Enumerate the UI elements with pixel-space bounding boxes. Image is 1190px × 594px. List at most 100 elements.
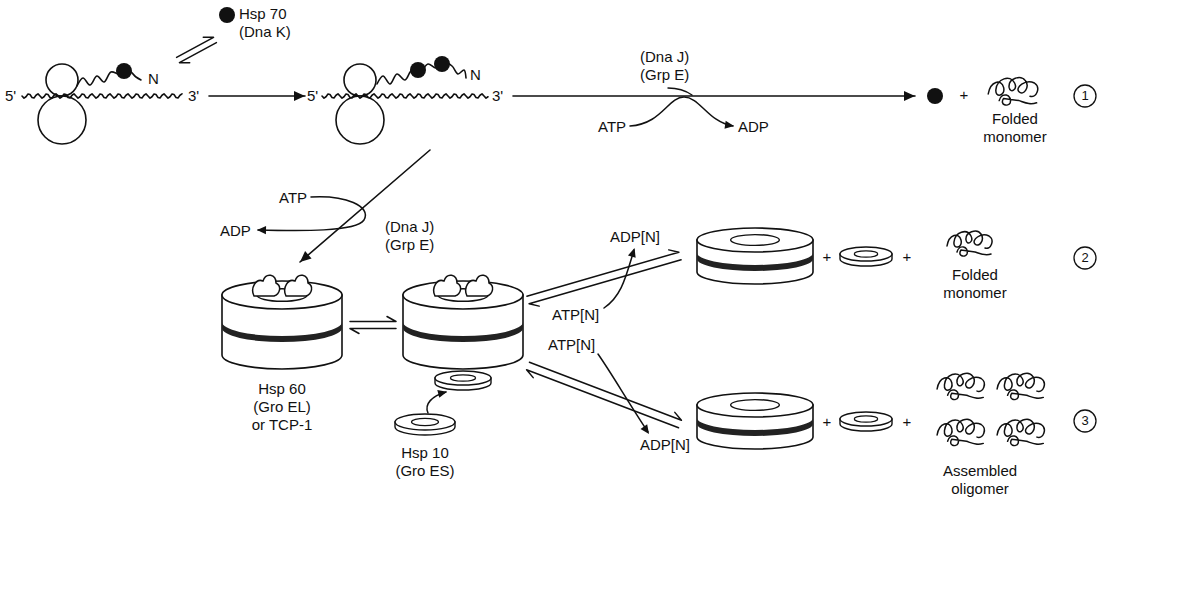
reverse-harpoon — [529, 260, 681, 306]
cofactor-label: (Dna J) (Grp E) — [640, 48, 702, 84]
text-slot: 3' — [492, 87, 510, 105]
label-slot: ATP[N] — [552, 306, 612, 324]
atp-hydrolysis-arrow — [598, 354, 648, 432]
callout-number: 3 — [1074, 412, 1096, 430]
chaperonin-barrel — [697, 228, 813, 284]
arrow-head — [257, 226, 266, 234]
ribosome-large-subunit — [38, 96, 86, 144]
barrel-top — [403, 281, 523, 309]
folded-protein — [947, 231, 992, 256]
annotation-label: ATP[N] — [552, 306, 612, 324]
node-text: Hsp 60 (Gro EL) or TCP-1 — [249, 380, 315, 434]
annotation-label: + — [820, 248, 834, 266]
annotation-label: + — [900, 413, 914, 431]
forward-harpoon — [527, 250, 679, 296]
annotation-label: ATP — [598, 118, 638, 136]
ribosome-small-subunit — [46, 64, 78, 96]
bound-polypeptide — [434, 275, 461, 296]
label-slot: ATP[N] — [548, 336, 608, 354]
cochaperonin: Hsp 10 (Gro ES) — [385, 414, 470, 494]
text-slot: N — [470, 66, 486, 84]
annotation-label: + — [957, 86, 971, 104]
label-slot: + — [820, 248, 834, 266]
text-slot: Assembled oligomer — [930, 462, 1030, 498]
callout-circle — [1074, 410, 1096, 432]
text-slot: Folded monomer — [975, 110, 1055, 146]
callout-circle — [1074, 85, 1096, 107]
node-text: Folded monomer — [935, 266, 1015, 302]
ring-top — [435, 371, 491, 385]
annotation-label: ADP — [220, 222, 260, 240]
ring-hole — [450, 375, 475, 381]
barrel-top — [697, 228, 813, 252]
chaperone-label: Hsp 70 (Dna K) — [215, 2, 305, 50]
ring-top — [840, 247, 892, 261]
connector-line — [513, 95, 915, 97]
arrow-head — [628, 248, 636, 258]
atp-hydrolysis-arrow — [630, 97, 733, 126]
product-group: Folded monomer — [935, 222, 1020, 312]
label-slot: 3 — [1074, 412, 1096, 430]
text-slot: Hsp 10 (Gro ES) — [392, 444, 458, 480]
ribosome-complex: 5' 3' N — [3, 60, 209, 150]
folded-protein — [997, 373, 1044, 399]
arrow-head — [725, 121, 734, 129]
barrel-equator-band — [222, 322, 342, 342]
bound-polypeptide — [285, 275, 312, 296]
callout-circle — [1074, 247, 1096, 269]
label-slot: (Dna J) (Grp E) — [385, 218, 447, 254]
barrel-top — [222, 281, 342, 309]
annotation-label: ADP[N] — [610, 228, 670, 246]
callout-number: 1 — [1074, 87, 1096, 105]
node-illustration — [3, 60, 208, 150]
cochaperonin-ring — [840, 247, 892, 266]
chaperonin-complex: Hsp 60 (Gro EL) or TCP-1 — [215, 262, 350, 462]
binding-arrow — [427, 392, 446, 413]
ring-hole — [854, 251, 877, 257]
polypeptide-chain — [377, 62, 466, 84]
text-slot: N — [148, 70, 164, 88]
node-figure — [937, 373, 1044, 445]
arrow-head — [300, 251, 312, 262]
text-slot: 5' — [307, 87, 325, 105]
folded-protein — [937, 419, 984, 445]
arrow-head — [641, 424, 649, 434]
text-slot: Hsp 70 (Dna K) — [239, 5, 301, 41]
label-slot: ADP — [738, 118, 778, 136]
ring-top — [395, 414, 455, 430]
label-slot: + — [820, 413, 834, 431]
label-slot: (Dna J) (Grp E) — [640, 48, 702, 84]
cofactor-label: (Dna J) (Grp E) — [385, 218, 447, 254]
label-slot: ADP[N] — [640, 436, 700, 454]
label-slot: + — [900, 413, 914, 431]
node-text: N — [148, 70, 164, 88]
pathway-arrow — [177, 37, 217, 63]
node-text: 5' — [5, 87, 23, 105]
text-slot: Folded monomer — [935, 266, 1015, 302]
node-figure — [219, 7, 235, 23]
label-slot: + — [900, 248, 914, 266]
forward-harpoon — [529, 362, 681, 420]
annotation-label: ADP — [738, 118, 778, 136]
text-slot: Hsp 60 (Gro EL) or TCP-1 — [249, 380, 315, 434]
node-text: 5' — [307, 87, 325, 105]
annotation-label: ADP[N] — [640, 436, 700, 454]
hsp70-dot — [219, 7, 235, 23]
reverse-harpoon — [350, 329, 396, 334]
node-text: Folded monomer — [975, 110, 1055, 146]
atp-hydrolysis-arrow — [258, 197, 365, 231]
folded-protein — [988, 78, 1037, 105]
label-slot: ATP — [598, 118, 638, 136]
ribosome-complex: 5' 3' N — [305, 60, 513, 150]
arrow-head — [437, 390, 447, 398]
label-slot: + — [957, 86, 971, 104]
arrow-head — [904, 91, 915, 101]
bound-polypeptide — [253, 275, 280, 296]
folded-protein — [997, 419, 1044, 445]
node-text: 3' — [188, 87, 206, 105]
cochaperonin-ring — [435, 371, 491, 390]
ring-top — [840, 412, 892, 426]
node-figure — [395, 414, 455, 435]
